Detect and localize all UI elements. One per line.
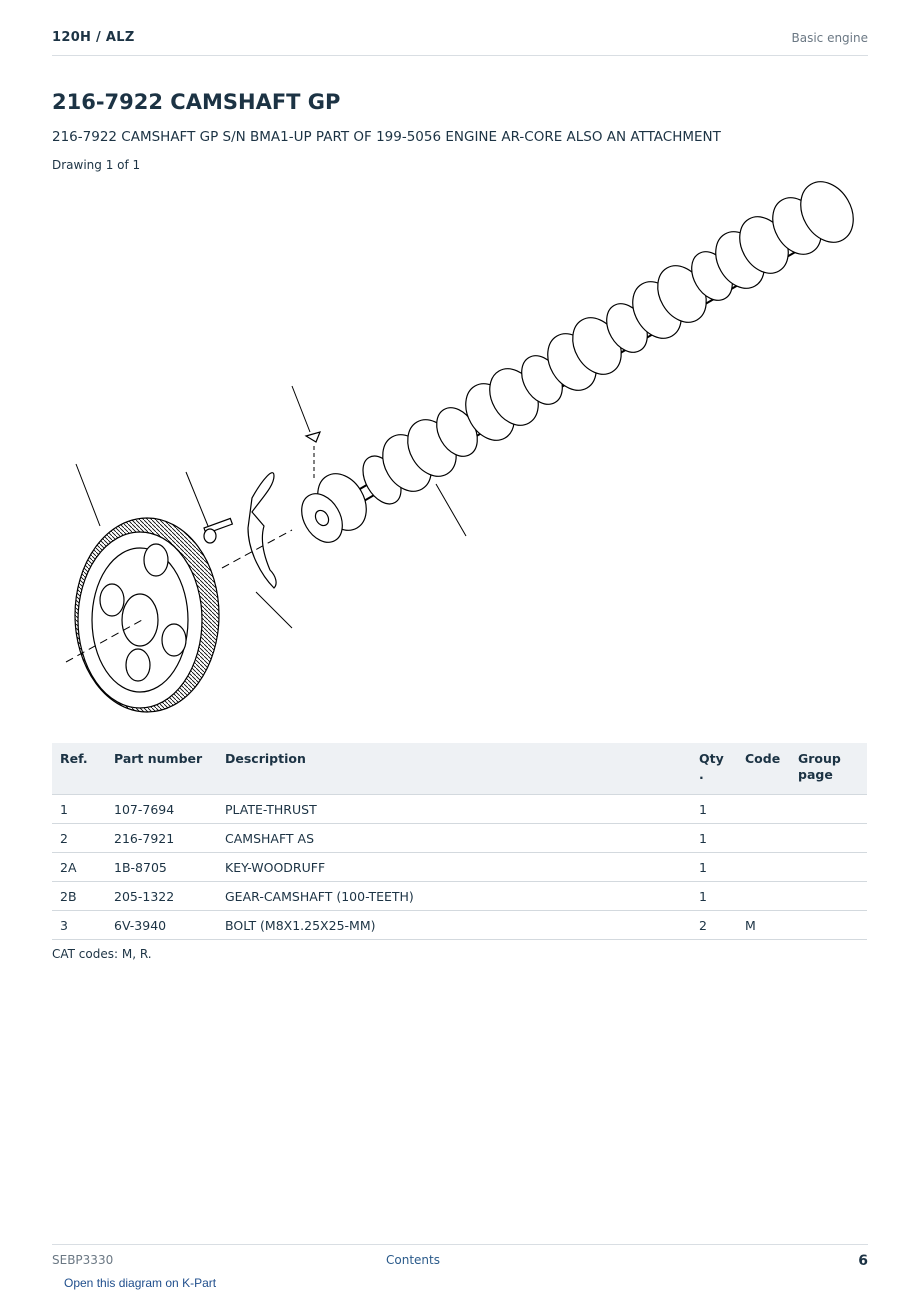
group-description: 216-7922 CAMSHAFT GP S/N BMA1-UP PART OF… — [52, 129, 721, 145]
cell-qty: 1 — [691, 823, 737, 853]
drawing-count: Drawing 1 of 1 — [52, 158, 141, 172]
cell-code — [737, 823, 790, 853]
cell-qty: 1 — [691, 881, 737, 911]
cell-ref: 1 — [52, 794, 106, 824]
cell-description: GEAR-CAMSHAFT (100-TEETH) — [217, 881, 691, 911]
cell-code — [737, 852, 790, 882]
page-title: 216-7922 CAMSHAFT GP — [52, 90, 341, 114]
camshaft-exploded-diagram — [65, 181, 854, 713]
cell-code — [737, 881, 790, 911]
parts-table: Ref. Part number Description Qty . Code … — [52, 743, 867, 940]
table-header-row: Ref. Part number Description Qty . Code … — [52, 743, 867, 795]
table-row: 3 6V-3940 BOLT (M8X1.25X25-MM) 2 M — [52, 910, 867, 940]
contents-link[interactable]: Contents — [386, 1253, 440, 1267]
cell-ref: 3 — [52, 910, 106, 940]
table-row: 2B 205-1322 GEAR-CAMSHAFT (100-TEETH) 1 — [52, 881, 867, 911]
camshaft-part — [301, 181, 854, 543]
table-row: 1 107-7694 PLATE-THRUST 1 — [52, 794, 867, 824]
cell-ref: 2B — [52, 881, 106, 911]
camshaft-gear-part — [65, 463, 467, 713]
cell-group-page — [790, 852, 867, 882]
thrust-plate-part — [247, 472, 293, 629]
page-header: 120H / ALZ Basic engine — [52, 28, 868, 56]
cell-part-number: 205-1322 — [106, 881, 217, 911]
bolt-part — [185, 471, 293, 569]
table-row: 2 216-7921 CAMSHAFT AS 1 — [52, 823, 867, 853]
column-header-part-number: Part number — [106, 743, 217, 795]
cell-qty: 1 — [691, 794, 737, 824]
open-in-kpart-link[interactable]: Open this diagram on K-Part — [64, 1276, 217, 1290]
document-number: SEBP3330 — [52, 1253, 114, 1267]
column-header-code: Code — [737, 743, 790, 795]
cat-codes-note: CAT codes: M, R. — [52, 947, 152, 961]
section-name: Basic engine — [791, 31, 868, 45]
table-row: 2A 1B-8705 KEY-WOODRUFF 1 — [52, 852, 867, 882]
cell-code: M — [737, 910, 790, 940]
cell-group-page — [790, 881, 867, 911]
cell-qty: 1 — [691, 852, 737, 882]
cell-code — [737, 794, 790, 824]
cell-ref: 2 — [52, 823, 106, 853]
cell-part-number: 1B-8705 — [106, 852, 217, 882]
machine-model: 120H / ALZ — [52, 30, 135, 45]
cell-ref: 2A — [52, 852, 106, 882]
cell-qty: 2 — [691, 910, 737, 940]
column-header-qty: Qty . — [691, 743, 737, 795]
cell-part-number: 216-7921 — [106, 823, 217, 853]
cell-part-number: 107-7694 — [106, 794, 217, 824]
cell-group-page — [790, 910, 867, 940]
cell-description: BOLT (M8X1.25X25-MM) — [217, 910, 691, 940]
cell-description: CAMSHAFT AS — [217, 823, 691, 853]
cell-group-page — [790, 823, 867, 853]
cell-group-page — [790, 794, 867, 824]
column-header-description: Description — [217, 743, 691, 795]
cell-description: PLATE-THRUST — [217, 794, 691, 824]
column-header-group-page: Group page — [790, 743, 867, 795]
page-footer: SEBP3330 Contents 6 — [52, 1244, 868, 1275]
page-number: 6 — [858, 1253, 868, 1269]
column-header-ref: Ref. — [52, 743, 106, 795]
cell-part-number: 6V-3940 — [106, 910, 217, 940]
cell-description: KEY-WOODRUFF — [217, 852, 691, 882]
woodruff-key-part — [291, 385, 322, 480]
